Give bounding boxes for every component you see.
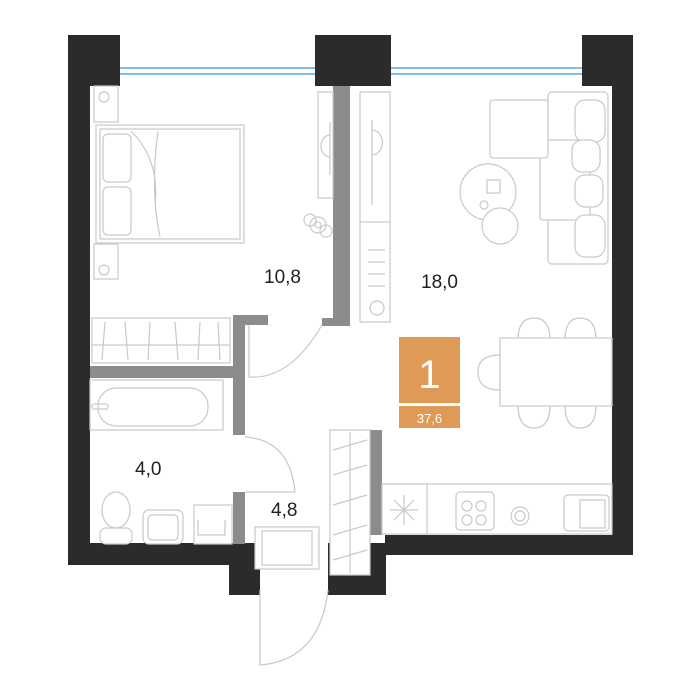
washbasin (142, 509, 184, 545)
living-cabinet (359, 91, 391, 323)
toilet (99, 491, 133, 545)
bedroom-wardrobe (317, 91, 334, 199)
sofa (489, 91, 609, 265)
hall-wardrobe-upper (91, 317, 231, 364)
kitchen (381, 483, 613, 535)
area-label-bathroom: 4,0 (135, 459, 161, 480)
fridge-snowflake-icon (390, 495, 418, 525)
washing-machine (193, 504, 233, 545)
bed (95, 124, 245, 244)
dishwasher-icon (510, 506, 530, 526)
doors (244, 324, 329, 666)
window-bedroom (117, 67, 319, 75)
bathroom-door (244, 436, 296, 493)
inner-walls (90, 86, 382, 544)
area-label-living: 18,0 (421, 272, 458, 293)
plant-icon (303, 213, 333, 238)
total-area: 37,6 (417, 411, 442, 426)
coffee-tables (459, 163, 519, 245)
hall-wardrobe (329, 429, 371, 576)
rooms-count: 1 (418, 353, 440, 397)
window-living (387, 67, 585, 75)
area-label-hallway: 4,8 (271, 500, 297, 521)
entrance-door (259, 589, 329, 666)
dining-set (477, 317, 613, 429)
area-label-bedroom: 10,8 (264, 267, 301, 288)
nightstands (93, 85, 119, 280)
outer-walls (68, 35, 633, 595)
apartment-badge: 1 37,6 (399, 337, 460, 428)
sink-icon (563, 494, 610, 532)
doormat (254, 526, 320, 570)
stove-icon (455, 491, 495, 531)
bathtub (89, 379, 224, 431)
bedroom-door (248, 324, 323, 378)
